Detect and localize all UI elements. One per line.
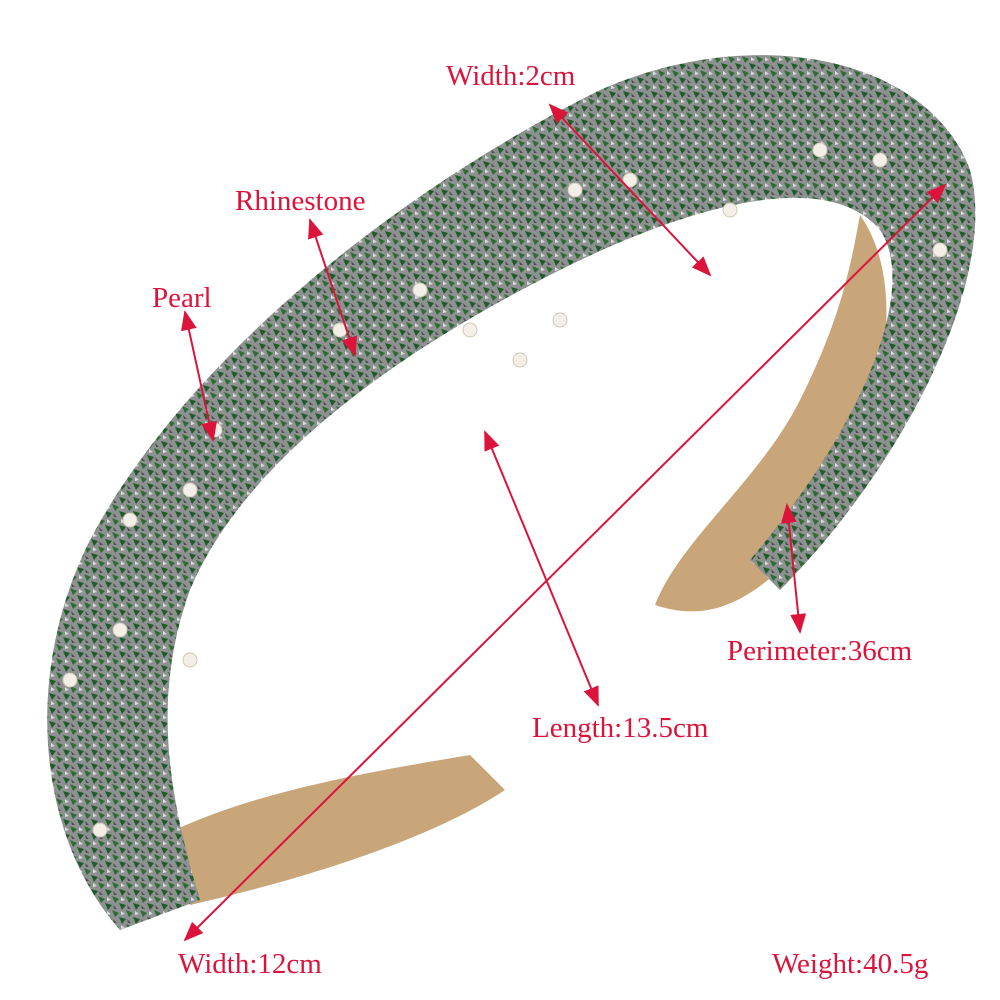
weight-label: Weight:40.5g: [772, 948, 929, 980]
length-label: Length:13.5cm: [532, 712, 709, 744]
pearl-label: Pearl: [152, 282, 212, 314]
width-top-label: Width:2cm: [446, 60, 576, 92]
perimeter-label: Perimeter:36cm: [727, 635, 913, 667]
rhinestone-label: Rhinestone: [235, 185, 366, 217]
velvet-lining-bottom: [175, 755, 505, 905]
width-bottom-label: Width:12cm: [178, 948, 322, 980]
length-arrow: [484, 430, 599, 707]
width-bottom-arrow: [183, 183, 947, 942]
